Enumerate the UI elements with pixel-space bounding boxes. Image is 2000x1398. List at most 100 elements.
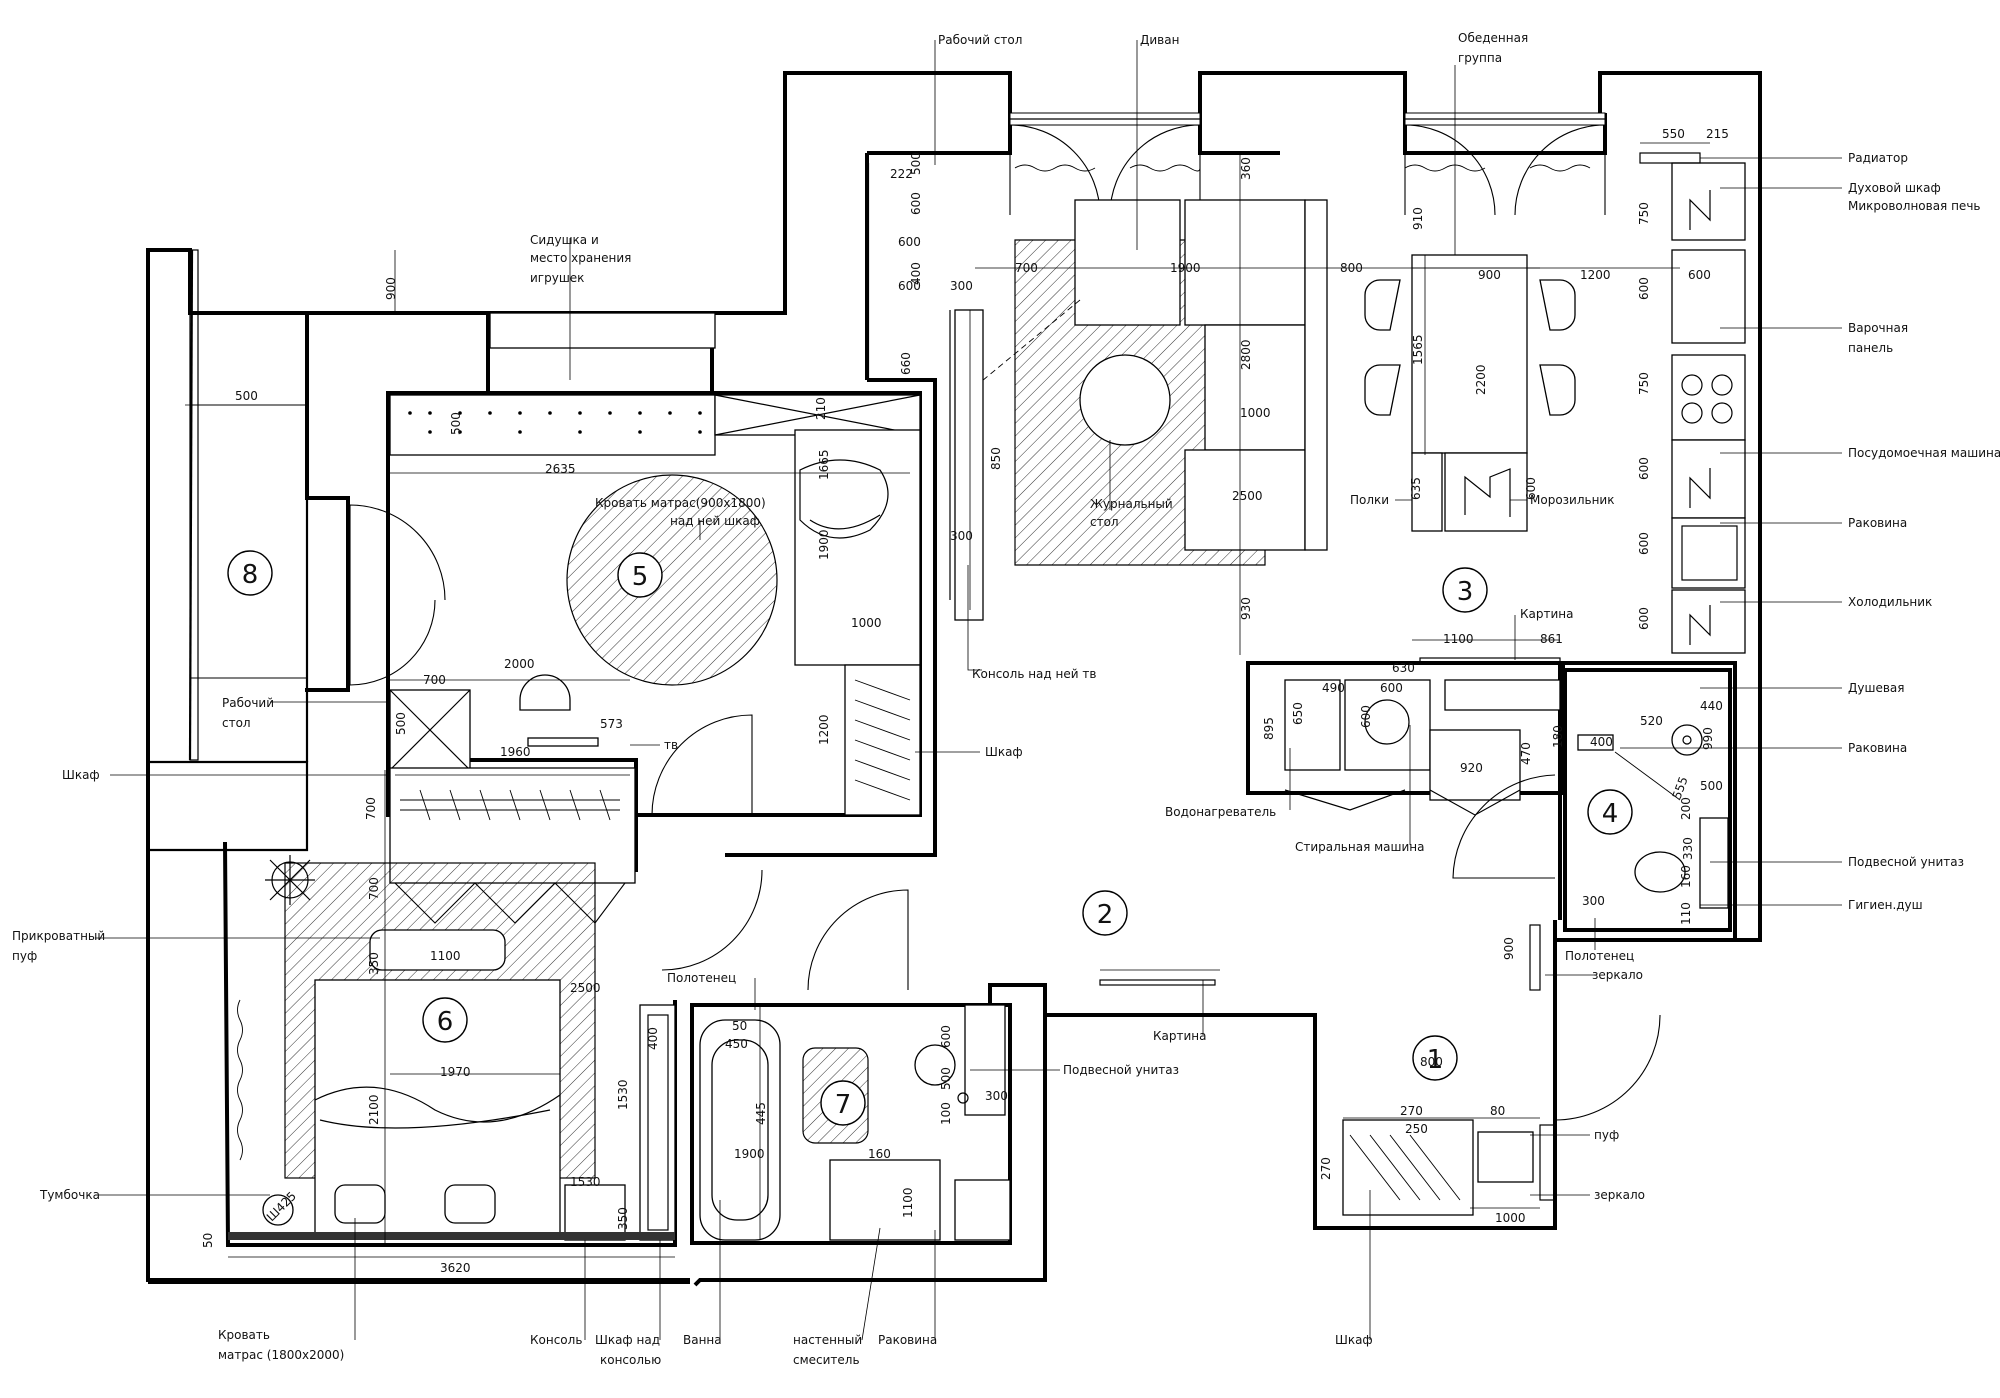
dim-text: 500: [939, 1067, 953, 1090]
room-number-5: 5: [632, 562, 649, 592]
dim-text: 900: [384, 277, 398, 300]
dim-text: 1900: [734, 1147, 765, 1161]
plant-icon: [265, 855, 315, 905]
dim-text: 2800: [1239, 339, 1253, 370]
label-oven-1: Духовой шкаф: [1848, 181, 1941, 195]
dim-text: 650: [1291, 702, 1305, 725]
label-console-tv: Консоль над ней тв: [972, 667, 1096, 681]
dim-text: 1000: [1495, 1211, 1526, 1225]
dim-text: 300: [950, 279, 973, 293]
dim-text: 400: [909, 262, 923, 285]
dim-text: 600: [1380, 681, 1403, 695]
label-seat-1: Сидушка и: [530, 233, 599, 247]
label-coffee-2: стол: [1090, 515, 1119, 529]
label-seat-2: место хранения: [530, 251, 631, 265]
dim-text: 470: [1519, 742, 1533, 765]
label-mixer-1: настенный: [793, 1333, 862, 1347]
dim-text: 2000: [504, 657, 535, 671]
dim-text: 895: [1262, 717, 1276, 740]
dim-text: 270: [1319, 1157, 1333, 1180]
dim-text: 2635: [545, 462, 576, 476]
label-hob-2: панель: [1848, 341, 1893, 355]
dim-text: 500: [235, 389, 258, 403]
dim-text: 520: [1640, 714, 1663, 728]
dim-text: 100: [939, 1102, 953, 1125]
room-8: [189, 249, 307, 761]
label-cab-over-2: консолью: [600, 1353, 661, 1367]
dim-text: 800: [1340, 261, 1363, 275]
label-dining-2: группа: [1458, 51, 1502, 65]
label-bed-1: Кровать: [218, 1328, 270, 1342]
dim-text: 600: [898, 235, 921, 249]
label-oven-2: Микроволновая печь: [1848, 199, 1980, 213]
dim-text: 500: [909, 152, 923, 175]
dim-text: 930: [1239, 597, 1253, 620]
label-bed-loft-1: Кровать матрас(900х1800): [595, 496, 766, 510]
label-wardrobe-right: Шкаф: [985, 745, 1023, 759]
living-room: [949, 112, 1746, 664]
dim-text: 330: [1681, 837, 1695, 860]
label-coffee-1: Журнальный: [1090, 497, 1173, 511]
dim-text: 50: [201, 1233, 215, 1248]
room-number-1: 1: [1427, 1045, 1444, 1075]
dim-text: 700: [1015, 261, 1038, 275]
dim-text: 350: [616, 1207, 630, 1230]
dim-text: 920: [1460, 761, 1483, 775]
dim-text: 600: [1637, 277, 1651, 300]
label-toilet-r: Подвесной унитаз: [1848, 855, 1964, 869]
leaders: [95, 40, 1842, 1341]
dim-text: 900: [1478, 268, 1501, 282]
dim-text: 600: [1637, 532, 1651, 555]
label-cab-over-1: Шкаф над: [595, 1333, 660, 1347]
dim-text: 215: [1706, 127, 1729, 141]
hall: [661, 774, 1661, 1216]
dim-text: 160: [1679, 865, 1693, 888]
dim-text: 1565: [1411, 334, 1425, 365]
dim-text: 1200: [1580, 268, 1611, 282]
dim-text: 990: [1701, 727, 1715, 750]
room-number-8: 8: [242, 560, 259, 590]
dim-text: 500: [394, 712, 408, 735]
dim-text: 450: [725, 1037, 748, 1051]
dim-text: 861: [1540, 632, 1563, 646]
dim-text: 1100: [901, 1187, 915, 1218]
dim-text: 600: [1359, 705, 1373, 728]
label-dishwasher: Посудомоечная машина: [1848, 446, 2000, 460]
label-mirror-hall: зеркало: [1594, 1188, 1645, 1202]
label-fridge: Холодильник: [1848, 595, 1932, 609]
label-water-heater: Водонагреватель: [1165, 805, 1276, 819]
label-desk-left-1: Рабочий: [222, 696, 274, 710]
dim-text: 635: [1409, 477, 1423, 500]
room-numbers: 1 2 3 4 5 6 7 8: [227, 550, 1633, 1126]
dim-text: 400: [1590, 735, 1613, 749]
label-sofa: Диван: [1140, 33, 1179, 47]
wardrobe-hatch: [854, 679, 911, 801]
label-dining-1: Обеденная: [1458, 31, 1528, 45]
labels: Рабочий стол Диван Обеденная группа Ради…: [12, 31, 2000, 1367]
label-pouf-bed-2: пуф: [12, 949, 37, 963]
dim-text: 750: [1637, 202, 1651, 225]
dim-text: 1900: [817, 529, 831, 560]
label-painting-2: Картина: [1153, 1029, 1206, 1043]
dim-text: 1200: [817, 714, 831, 745]
label-sink-kitchen: Раковина: [1848, 516, 1907, 530]
dim-text: 1000: [851, 616, 882, 630]
dim-text: 1100: [1443, 632, 1474, 646]
label-bath: Ванна: [683, 1333, 722, 1347]
label-desk-left-2: стол: [222, 716, 251, 730]
dim-text: 1665: [817, 449, 831, 480]
dim-text: 850: [989, 447, 1003, 470]
label-mirror-r: зеркало: [1592, 968, 1643, 982]
dim-text: 180: [1551, 725, 1565, 748]
dim-text: 600: [1637, 457, 1651, 480]
dim-text: 600: [1637, 607, 1651, 630]
dim-text: 550: [1662, 127, 1685, 141]
label-toilet-wc: Подвесной унитаз: [1063, 1063, 1179, 1077]
dim-text: 500: [449, 412, 463, 435]
label-shelves: Полки: [1350, 493, 1389, 507]
label-tv: тв: [664, 738, 678, 752]
dim-text: 350: [367, 952, 381, 975]
dim-text: 500: [1700, 779, 1723, 793]
dim-text: 300: [985, 1089, 1008, 1103]
dim-text: 1530: [616, 1079, 630, 1110]
